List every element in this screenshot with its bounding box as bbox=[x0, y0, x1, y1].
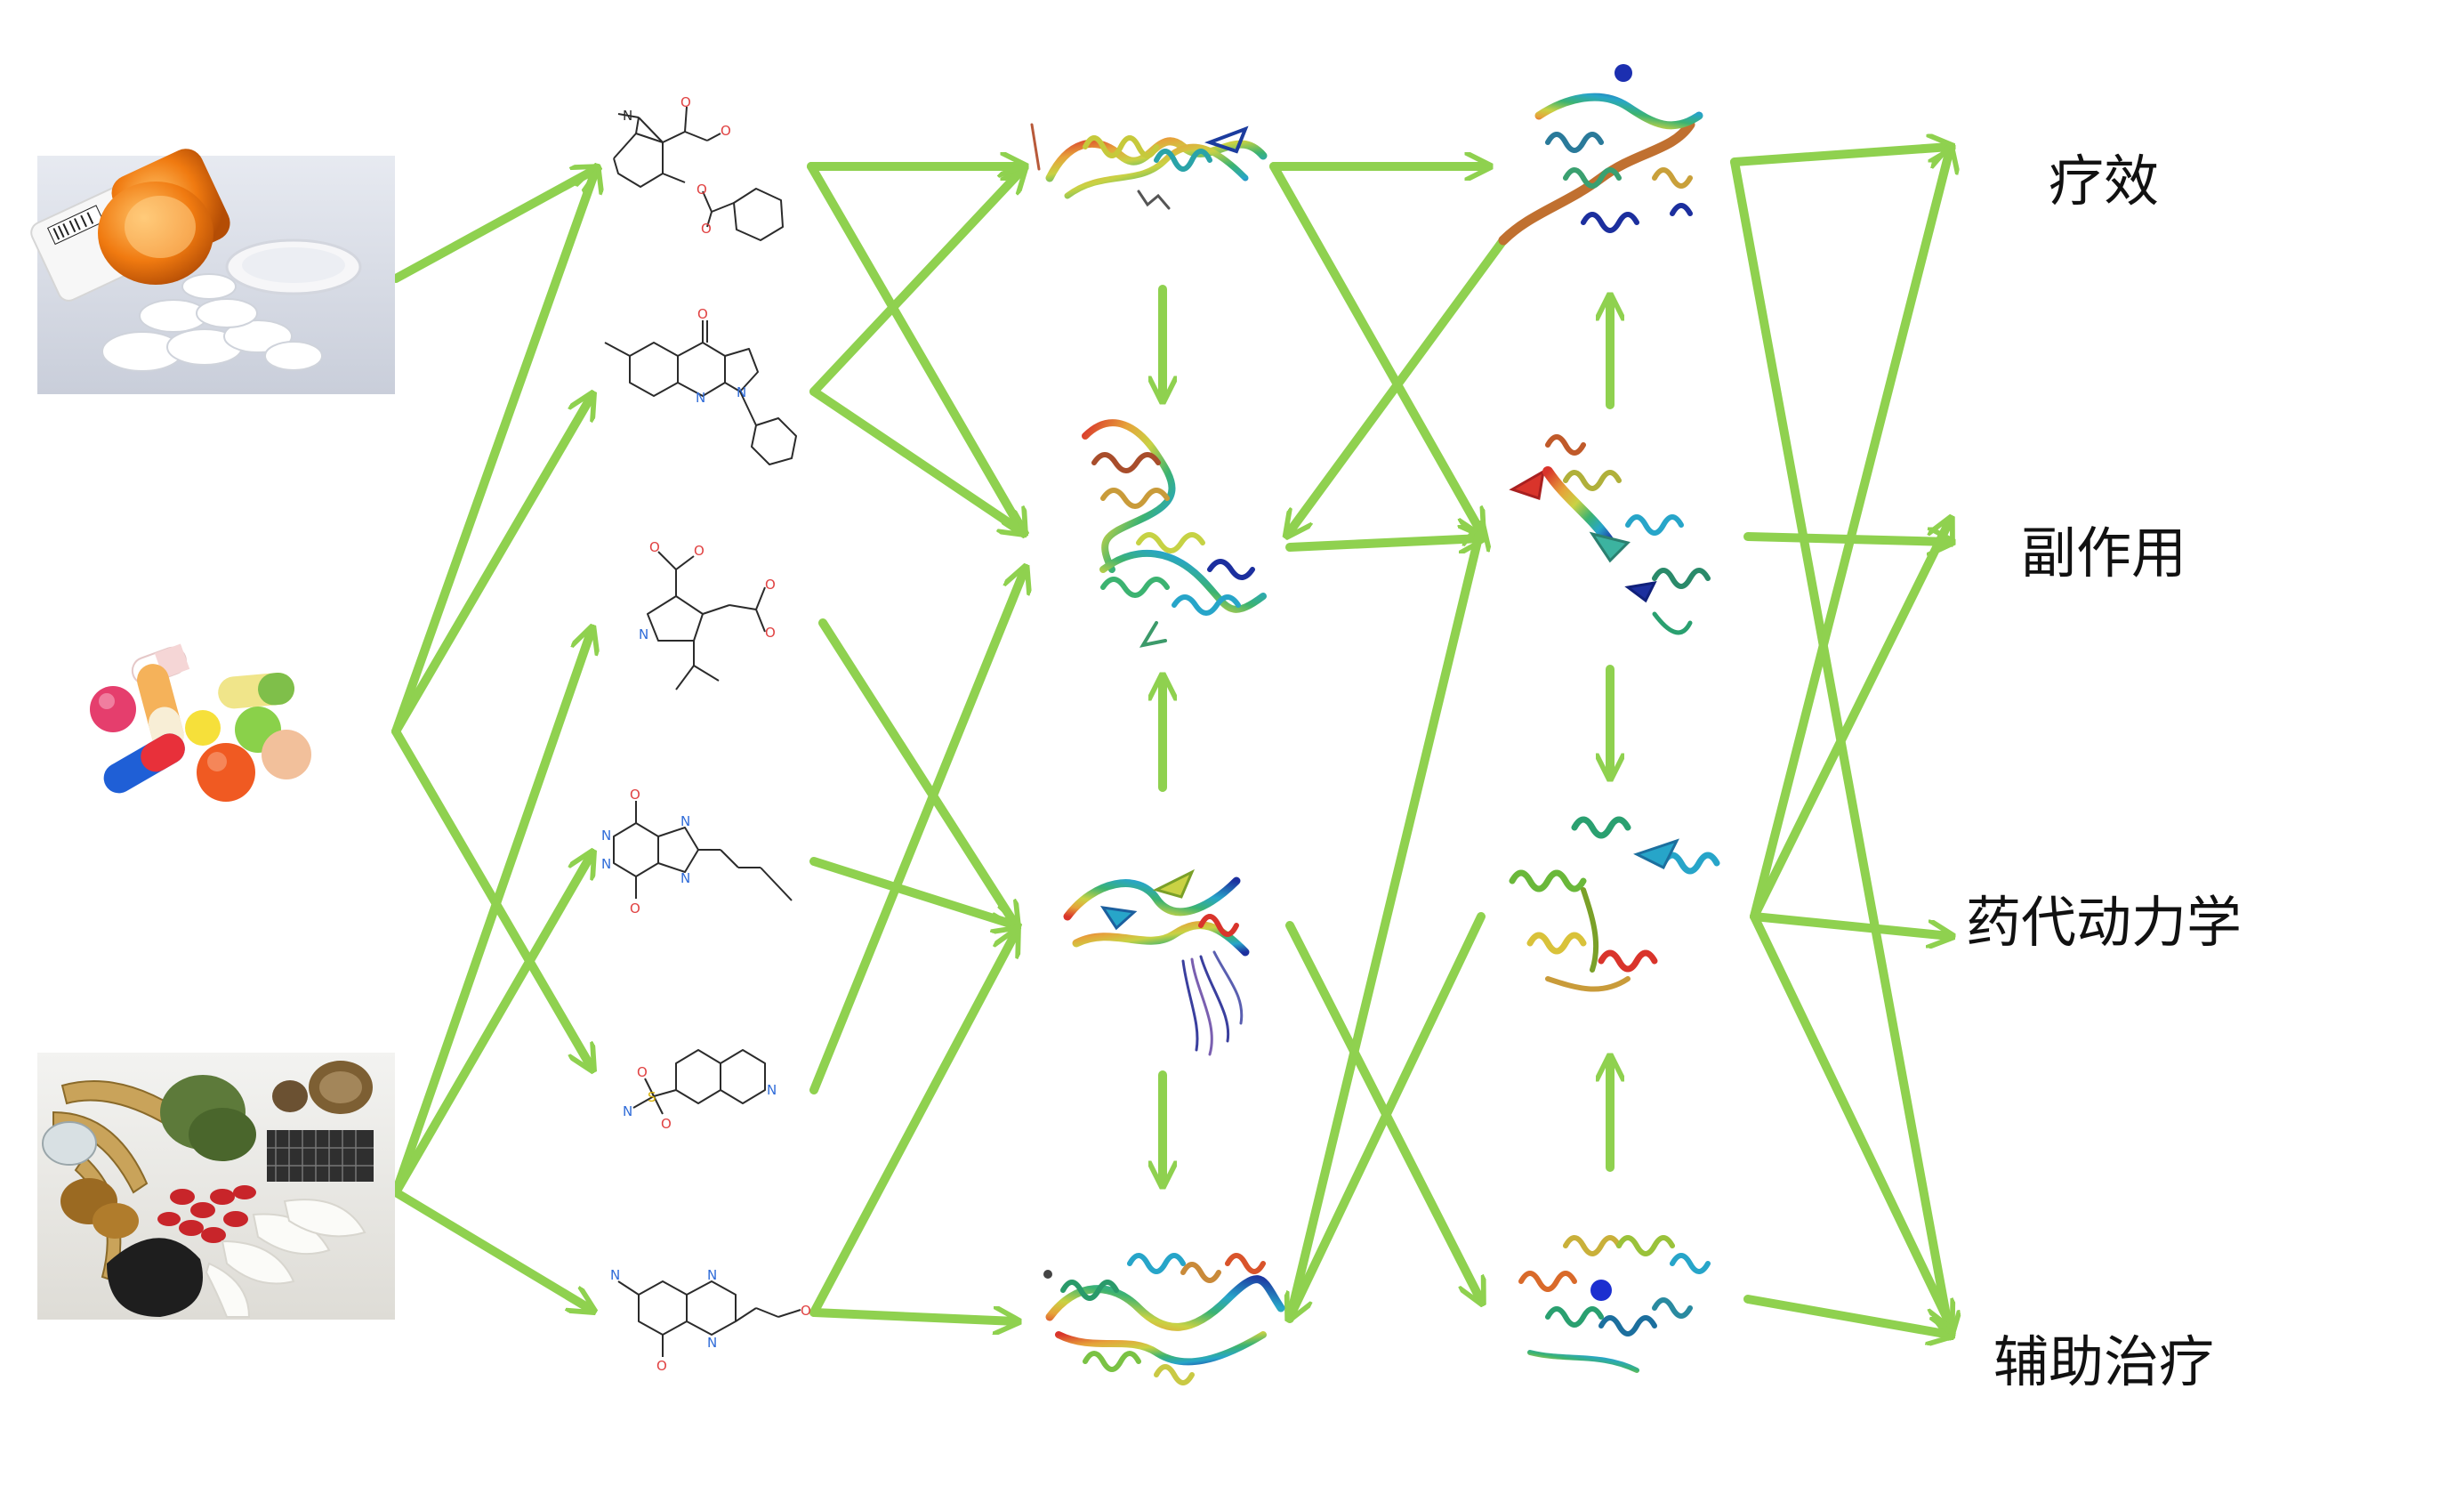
protein-b1-ribbon-icon bbox=[1498, 64, 1703, 246]
tropane-ester-structure-icon bbox=[613, 106, 784, 241]
svg-text:N: N bbox=[623, 1103, 632, 1119]
svg-text:O: O bbox=[697, 306, 708, 322]
svg-text:N: N bbox=[639, 626, 648, 642]
svg-text:N: N bbox=[601, 856, 611, 872]
svg-text:O: O bbox=[680, 94, 691, 110]
svg-text:N: N bbox=[696, 390, 705, 406]
quinoline-pyrrolidine-structure-icon bbox=[604, 320, 797, 465]
svg-text:O: O bbox=[801, 1303, 811, 1319]
capsules-photo-icon bbox=[90, 643, 311, 802]
svg-text:O: O bbox=[656, 1358, 667, 1374]
svg-text:O: O bbox=[694, 543, 705, 559]
protein-b4-ribbon-icon bbox=[1518, 1235, 1711, 1373]
arrow-compound6-protein-a4 bbox=[809, 1312, 1016, 1321]
arrow-protein-b3-pharmacokinetics bbox=[1750, 912, 1950, 936]
svg-text:O: O bbox=[637, 1064, 648, 1080]
svg-text:O: O bbox=[721, 123, 731, 139]
arrow-protein-b4-adjuvant bbox=[1743, 1295, 1950, 1335]
pill-bottle-photo-icon bbox=[30, 149, 395, 394]
arrow-compound6-protein-a3 bbox=[809, 933, 1016, 1317]
arrow-protein-b1-a2 bbox=[1288, 236, 1508, 534]
arrow-protein-b3-side-effects bbox=[1750, 521, 1950, 921]
arrow-source2-compound2 bbox=[391, 396, 592, 736]
svg-text:N: N bbox=[767, 1082, 777, 1098]
outcome-label-adjuvant-therapy: 辅助治疗 bbox=[1993, 1329, 2214, 1394]
svg-text:O: O bbox=[649, 539, 660, 555]
arrow-compound1-protein-a2 bbox=[807, 162, 1023, 532]
protein-a4-ribbon-icon bbox=[1043, 1253, 1285, 1385]
svg-text:O: O bbox=[765, 577, 776, 593]
protein-a3-ribbon-icon bbox=[1063, 868, 1250, 1056]
svg-text:S: S bbox=[648, 1089, 656, 1105]
arrow-compound4-protein-a3 bbox=[809, 857, 1016, 925]
sulfonamide-isoquinoline-structure-icon bbox=[632, 1049, 766, 1115]
svg-text:N: N bbox=[707, 1267, 717, 1283]
arrow-source3-compound6 bbox=[391, 1188, 592, 1310]
arrow-source2-compound1 bbox=[391, 169, 596, 736]
svg-text:N: N bbox=[680, 813, 690, 829]
protein-a1-ribbon-icon bbox=[1030, 123, 1268, 210]
arrow-protein-a2-b2 bbox=[1285, 538, 1481, 547]
arrow-compound2-protein-a1 bbox=[809, 169, 1023, 396]
pyrrolidine-acid-structure-icon bbox=[647, 551, 766, 690]
protein-a2-ribbon-icon bbox=[1082, 419, 1267, 648]
arrow-protein-a4-b2 bbox=[1285, 527, 1481, 1323]
outcome-label-efficacy: 疗效 bbox=[2049, 149, 2159, 214]
arrow-compound2-protein-a2 bbox=[809, 387, 1023, 532]
svg-text:N: N bbox=[680, 870, 690, 886]
svg-text:O: O bbox=[701, 221, 712, 237]
pteridine-structure-icon bbox=[617, 1280, 801, 1357]
arrow-protein-b3-adjuvant bbox=[1750, 912, 1950, 1324]
outcome-label-pharmacokinetics: 药代动力学 bbox=[1966, 890, 2242, 955]
svg-text:O: O bbox=[765, 625, 776, 641]
arrow-protein-b1-efficacy bbox=[1730, 147, 1950, 166]
arrow-protein-b3-a4 bbox=[1290, 912, 1486, 1317]
arrow-source1-compound1 bbox=[391, 169, 596, 283]
svg-text:N: N bbox=[601, 828, 611, 844]
protein-b3-ribbon-icon bbox=[1509, 816, 1720, 992]
svg-text:O: O bbox=[630, 787, 640, 803]
arrow-compound3-protein-a3 bbox=[818, 618, 1016, 925]
svg-text:O: O bbox=[697, 182, 707, 198]
arrow-compound5-protein-a2 bbox=[809, 569, 1025, 1094]
svg-text:N: N bbox=[707, 1335, 717, 1351]
arrow-source3-compound4 bbox=[391, 854, 592, 1197]
svg-text:N: N bbox=[610, 1267, 620, 1283]
svg-text:O: O bbox=[661, 1116, 672, 1132]
arrow-protein-a1-b2 bbox=[1269, 162, 1481, 532]
heteroatom-markers: N O O O O O N N N O O O O O O N N N N S … bbox=[601, 94, 811, 1374]
herbal-medicine-photo-icon bbox=[37, 1053, 395, 1320]
arrow-protein-b3-efficacy bbox=[1750, 149, 1950, 921]
outcome-label-side-effects: 副作用 bbox=[2021, 521, 2186, 585]
svg-text:O: O bbox=[630, 900, 640, 917]
arrow-source3-compound3 bbox=[391, 630, 592, 1197]
connection-arrows bbox=[391, 147, 1950, 1335]
svg-text:N: N bbox=[737, 384, 746, 400]
svg-text:N: N bbox=[623, 108, 632, 124]
purine-like-structure-icon bbox=[613, 801, 793, 901]
protein-b2-ribbon-icon bbox=[1509, 434, 1711, 635]
